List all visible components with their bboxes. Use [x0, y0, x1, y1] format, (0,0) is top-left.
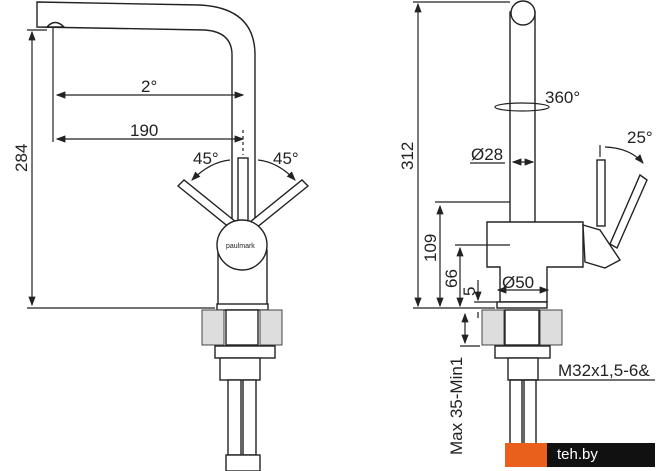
spout-tube — [509, 11, 536, 225]
spout-diameter-label: Ø28 — [471, 145, 503, 164]
brand-disc — [216, 219, 268, 271]
swing-angle-label: 2° — [141, 77, 157, 96]
handle-tilted — [609, 173, 648, 249]
handle-right — [248, 179, 310, 229]
watermark-text: teh.by — [547, 443, 655, 467]
base-height-label: 5 — [460, 287, 479, 296]
thread-label: M32x1,5-6& — [558, 361, 650, 380]
base-diameter-label: Ø50 — [502, 273, 534, 292]
total-height-label: 312 — [398, 142, 417, 170]
left-angle-label: 45° — [193, 149, 219, 168]
spout-mount-label: 66 — [442, 269, 461, 288]
brand-logo: paulmark — [226, 243, 255, 250]
front-view — [27, 1, 310, 471]
height-label: 284 — [12, 144, 31, 172]
watermark: teh.by — [505, 443, 655, 467]
countertop-label: Max 35-Min1 — [447, 357, 466, 455]
rotation-label: 360° — [545, 88, 580, 107]
handle-upright — [596, 159, 606, 227]
handle-height-label: 109 — [421, 234, 440, 262]
aerator — [45, 21, 66, 28]
side-view — [413, 0, 655, 446]
reach-label: 190 — [130, 121, 158, 140]
handle-center — [237, 157, 249, 226]
tilt-angle-label: 25° — [627, 128, 653, 147]
right-angle-label: 45° — [273, 149, 299, 168]
handle-left — [176, 179, 238, 229]
spout — [36, 1, 256, 226]
